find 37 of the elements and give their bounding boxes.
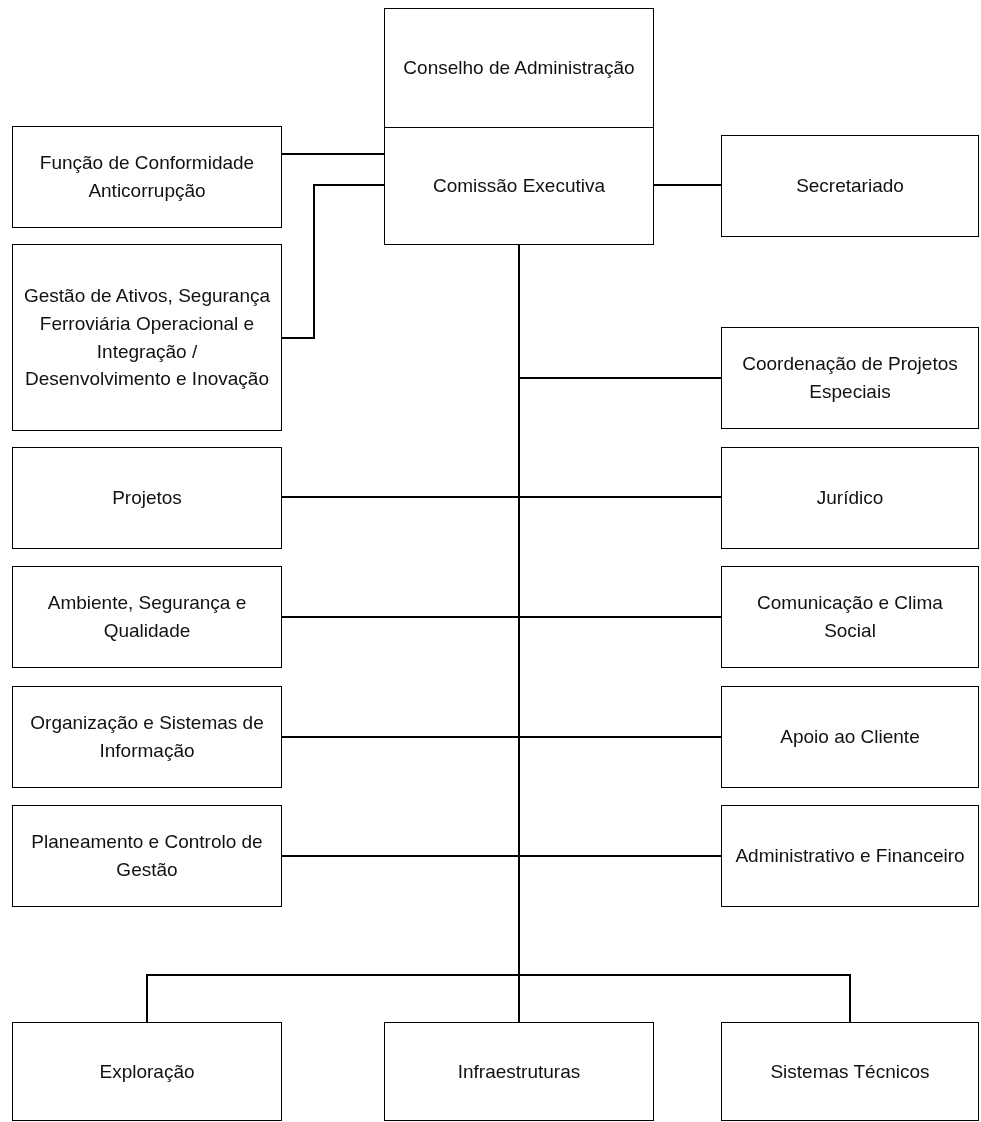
- unit-name: Administrativo e Financeiro: [735, 844, 965, 869]
- org-unit-box: [721, 447, 979, 549]
- org-unit-box: [721, 805, 979, 907]
- org-unit-box: [721, 135, 979, 237]
- unit-name: Função de Conformidade Anticorrupção: [38, 151, 256, 203]
- org-unit-box: [384, 1022, 654, 1121]
- unit-name: Jurídico: [816, 486, 884, 511]
- unit-name: Comissão Executiva: [432, 174, 606, 199]
- unit-name: Conselho de Administração: [403, 56, 635, 81]
- connector-line: [281, 184, 385, 339]
- connector-line: [281, 153, 385, 155]
- org-unit-box: [12, 1022, 282, 1121]
- unit-name: Coordenação de Projetos Especiais: [741, 352, 959, 404]
- org-unit-box: [721, 1022, 979, 1121]
- unit-name: Exploração: [99, 1059, 195, 1084]
- unit-name: Comunicação e Clima Social: [756, 591, 944, 643]
- org-unit-box: [12, 126, 282, 228]
- connector-line: [653, 184, 722, 186]
- unit-name: Infraestruturas: [457, 1059, 581, 1084]
- unit-name: Secretariado: [796, 174, 904, 199]
- unit-name: Organização e Sistemas de Informação: [29, 711, 265, 763]
- org-unit-box: [12, 244, 282, 431]
- org-unit-box: [12, 566, 282, 668]
- org-unit-box: [12, 686, 282, 788]
- unit-name: Gestão de Ativos, Segurança Ferroviária Operacional e Integração / Desenvolvimento e Inovação: [23, 284, 271, 392]
- org-unit-box: [384, 8, 654, 128]
- unit-name: Projetos: [112, 486, 182, 511]
- org-unit-box: [384, 127, 654, 245]
- unit-name: Apoio ao Cliente: [780, 725, 920, 750]
- org-unit-box: [721, 327, 979, 429]
- org-unit-box: [721, 686, 979, 788]
- org-unit-box: [12, 805, 282, 907]
- unit-name: Ambiente, Segurança e Qualidade: [46, 591, 248, 643]
- unit-name: Planeamento e Controlo de Gestão: [30, 830, 264, 882]
- org-unit-box: [12, 447, 282, 549]
- org-unit-box: [721, 566, 979, 668]
- unit-name: Sistemas Técnicos: [770, 1059, 930, 1084]
